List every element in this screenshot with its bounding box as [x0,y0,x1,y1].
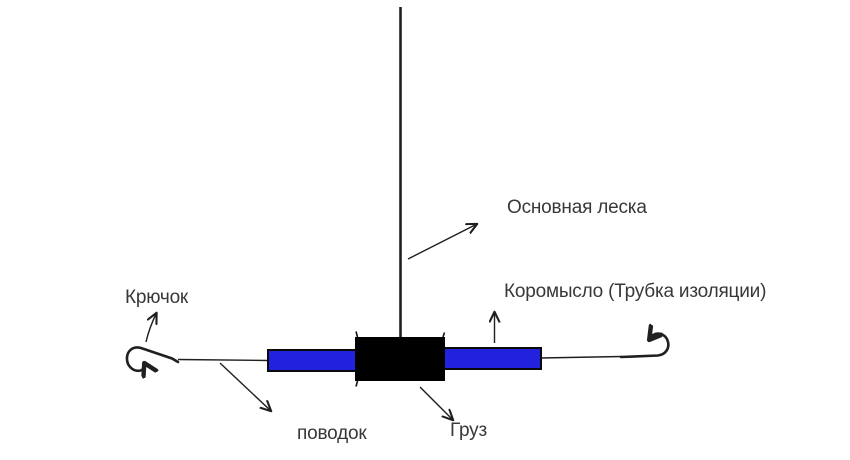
label-main-line: Основная леска [507,197,647,218]
leader-line-left [177,358,270,362]
weight-corner-ticks [355,331,446,387]
arrow-to-hook-label [145,313,157,343]
label-weight: Груз [450,420,487,441]
label-leader: поводок [297,423,367,444]
arrow-to-main-line-label [407,224,477,260]
beam-tube-left [267,349,357,372]
hook-left [125,346,180,370]
leader-line-right [539,355,623,359]
label-hook: Крючок [125,287,189,308]
beam-tube-right [443,347,542,370]
hook-right [619,334,670,359]
label-beam: Коромысло (Трубка изоляции) [504,281,767,302]
arrow-to-leader-label [219,362,271,411]
weight-box [355,337,445,381]
arrow-to-weight-label [419,386,453,420]
